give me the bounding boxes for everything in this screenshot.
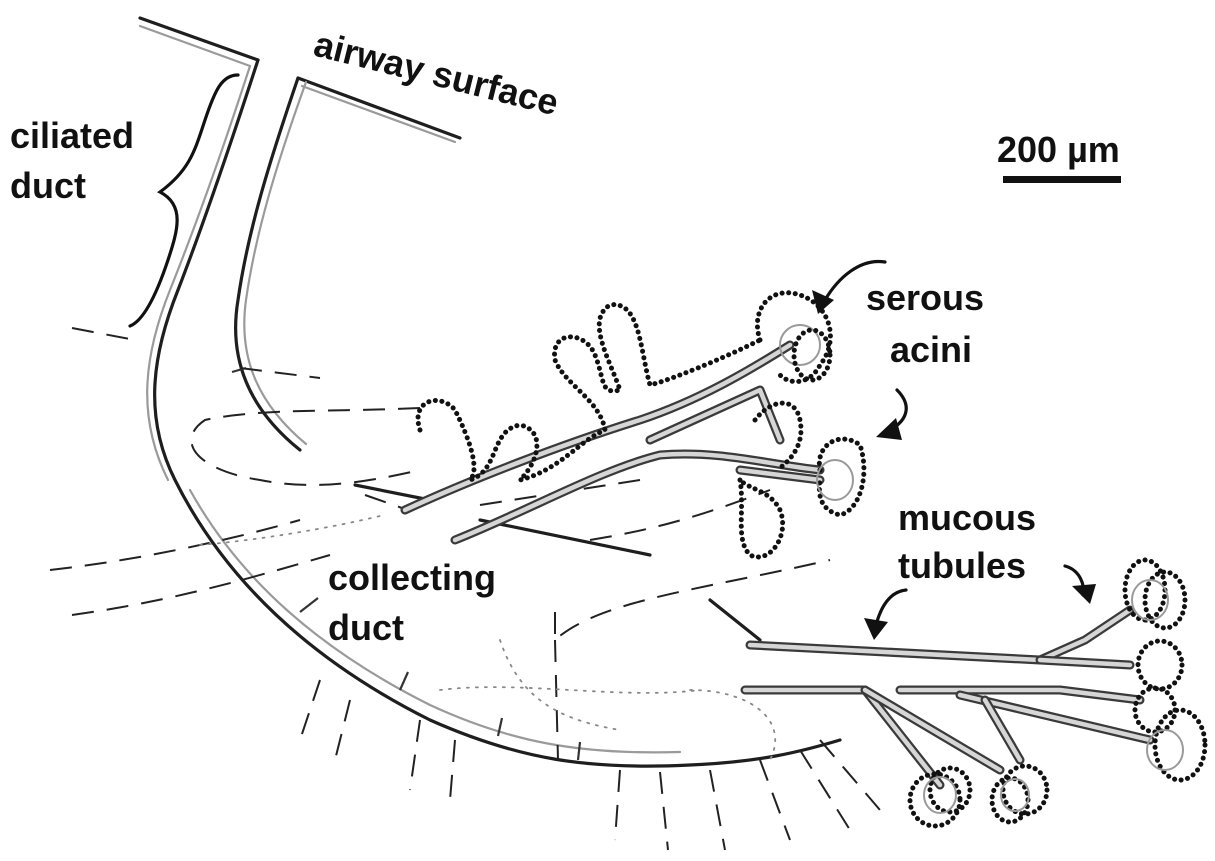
- airway-surface-label: airway surface: [310, 23, 563, 123]
- scale-bar: [1003, 176, 1121, 183]
- serous-acini: [418, 293, 864, 557]
- ciliated-duct-label: duct: [10, 165, 86, 206]
- collecting-label: collecting: [328, 557, 496, 598]
- mucous-label: mucous: [898, 497, 1036, 538]
- arrow-serous-2: [876, 418, 902, 440]
- arrow-mucous-2: [864, 618, 888, 640]
- tubules-label: tubules: [898, 545, 1026, 586]
- ciliated-bracket: [130, 75, 238, 326]
- collecting-duct: [147, 60, 840, 766]
- ciliated-label: ciliated: [10, 115, 134, 156]
- scale-label: 200 µm: [997, 129, 1120, 170]
- dotted-outlines: [200, 516, 775, 760]
- serous-label: serous: [866, 277, 984, 318]
- arrow-mucous-1: [1072, 584, 1096, 604]
- acini-label: acini: [890, 329, 972, 370]
- collecting-duct-label: duct: [328, 607, 404, 648]
